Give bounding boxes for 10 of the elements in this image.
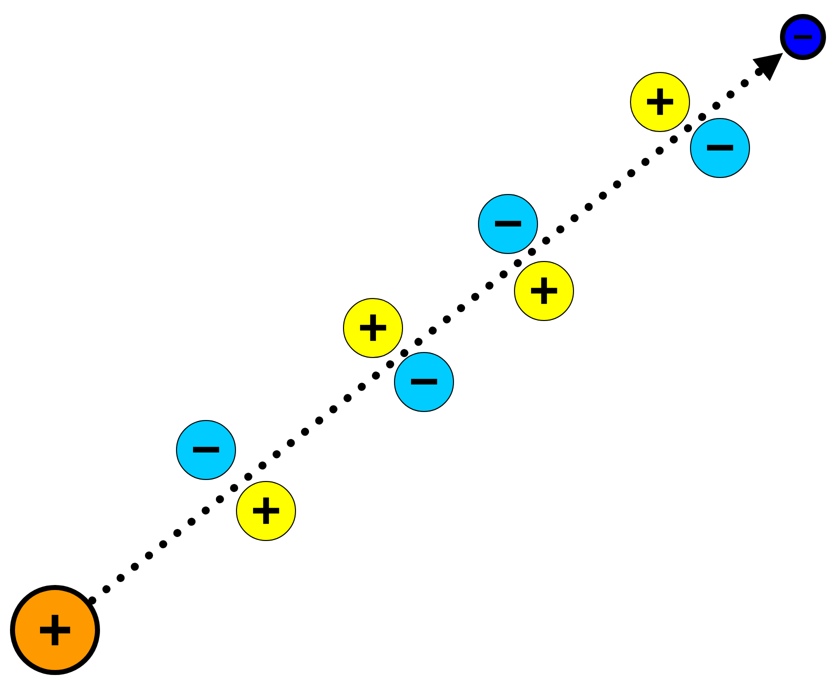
charge-circle: + bbox=[514, 261, 574, 321]
charge-circle: + bbox=[236, 481, 296, 541]
charge-circle: − bbox=[478, 194, 538, 254]
charge-circle: − bbox=[176, 420, 236, 480]
charge-circle: − bbox=[690, 118, 750, 178]
charge-circle: + bbox=[630, 72, 690, 132]
charge-circle: + bbox=[343, 298, 403, 358]
charge-circle: + bbox=[10, 585, 100, 675]
charge-circle: − bbox=[394, 352, 454, 412]
charge-circle: − bbox=[780, 14, 826, 60]
